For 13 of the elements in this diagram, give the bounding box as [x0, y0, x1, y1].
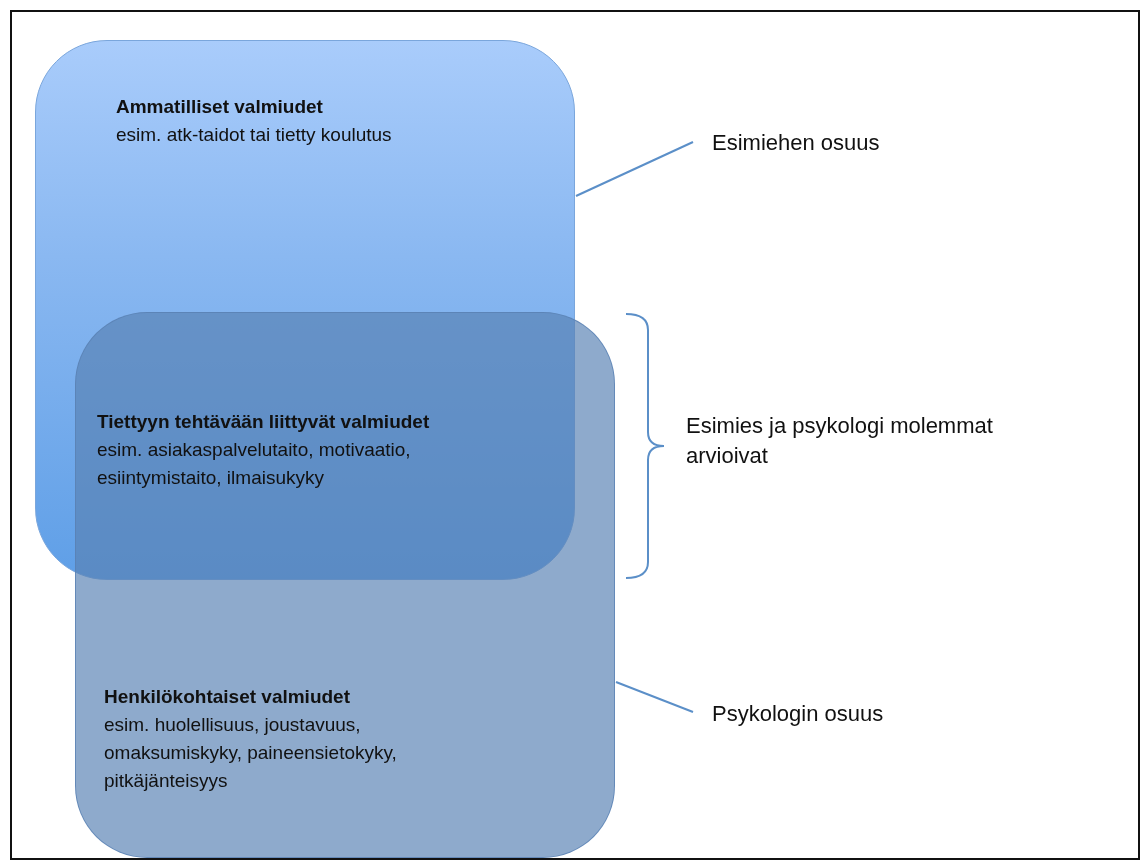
box-heading: Ammatilliset valmiudet [116, 95, 324, 119]
callout-label: Esimiehen osuus [712, 128, 880, 158]
leader-line [615, 681, 694, 713]
leader-line [575, 141, 694, 197]
rounded-box [35, 40, 575, 580]
box-description: esim. atk-taidot tai tietty koulutus [116, 123, 393, 147]
box-heading: Henkilökohtaiset valmiudet [104, 685, 351, 709]
box-heading: Tiettyyn tehtävään liittyvät valmiudet [97, 410, 431, 434]
box-description: esim. asiakaspalvelutaito, motivaatio, esiintymistaito, ilmaisukyky [97, 438, 412, 490]
callout-label: Psykologin osuus [712, 699, 884, 729]
rounded-box [75, 312, 615, 858]
box-description: esim. huolellisuus, joustavuus, omaksumiskyky, paineensietokyky, pitkäjänteisyys [104, 713, 398, 793]
annotation-text: Esimies ja psykologi molemmat arvioivat [686, 412, 994, 470]
